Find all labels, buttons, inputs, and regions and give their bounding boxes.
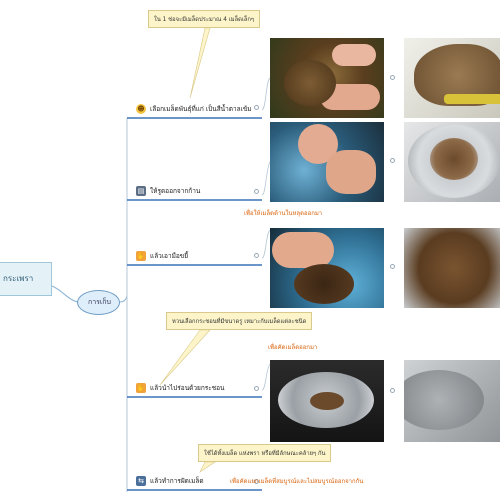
seed-cluster bbox=[284, 60, 336, 106]
root-label: กระเพรา bbox=[3, 274, 34, 283]
hand-icon: ✋ bbox=[136, 251, 146, 261]
photo-stripping-stem bbox=[270, 122, 384, 202]
collapse-toggle[interactable] bbox=[390, 264, 395, 269]
callout-text: ใช้ได้ทั้งเมล็ด แห่งพรา หรือที่มีลักษณะค… bbox=[204, 451, 326, 457]
topic-winnow[interactable]: ⇆ แล้วทำการฝัดเมล็ด bbox=[136, 474, 204, 488]
note-inner-seeds: เพื่อให้เมล็ดด้านในหลุดออกมา bbox=[244, 210, 323, 217]
callout-seed-types: ใช้ได้ทั้งเมล็ด แห่งพรา หรือที่มีลักษณะค… bbox=[198, 444, 332, 462]
hand-shape bbox=[332, 44, 376, 66]
hand-icon: ✋ bbox=[136, 383, 146, 393]
collapse-toggle[interactable] bbox=[390, 388, 395, 393]
collapse-toggle[interactable] bbox=[254, 189, 259, 194]
collapse-toggle[interactable] bbox=[390, 158, 395, 163]
collapse-toggle[interactable] bbox=[254, 479, 259, 484]
topic-strip-stem[interactable]: ▤ ให้รูดออกจากก้าน bbox=[136, 184, 200, 198]
photo-seeds-bowl bbox=[404, 122, 500, 202]
photo-seed-head-hands bbox=[270, 38, 384, 118]
branch-label: การเก็บ bbox=[87, 298, 111, 306]
topic-label: แล้วทำการฝัดเมล็ด bbox=[150, 477, 204, 485]
note-sift-seeds: เพื่อคัดเมล็ดออกมา bbox=[268, 344, 318, 351]
topic-label: ให้รูดออกจากก้าน bbox=[150, 187, 201, 195]
topic-label: เลือกเมล็ดพันธุ์ที่แก่ เป็นสีน้ำตาลเข้ม bbox=[150, 105, 252, 113]
collapse-toggle[interactable] bbox=[254, 105, 259, 110]
callout-text: ใน 1 ช่อจะมีเมล็ดประมาณ 4 เมล็ดเล็กๆ bbox=[154, 17, 255, 23]
branch-node[interactable]: การเก็บ bbox=[77, 290, 120, 315]
seed-pile bbox=[310, 392, 344, 410]
topic-sieve[interactable]: ✋ แล้วนำไปร่อนด้วยกระชอน bbox=[136, 381, 225, 395]
callout-seed-count: ใน 1 ช่อจะมีเมล็ดประมาณ 4 เมล็ดเล็กๆ bbox=[148, 10, 261, 28]
photo-sieve bbox=[270, 360, 384, 442]
seed-pile bbox=[294, 264, 354, 304]
photo-rubbing-seeds bbox=[270, 228, 384, 308]
sieve-shape bbox=[404, 370, 484, 430]
topic-label: แล้วเอามือขยี้ bbox=[150, 252, 189, 260]
photo-sieve-closeup bbox=[404, 360, 500, 442]
collapse-toggle[interactable] bbox=[390, 75, 395, 80]
root-node[interactable]: ▶ กระเพรา bbox=[0, 262, 52, 296]
photo-seed-bundle bbox=[404, 38, 500, 118]
hand-shape bbox=[326, 150, 376, 194]
topic-rub-hands[interactable]: ✋ แล้วเอามือขยี้ bbox=[136, 249, 188, 263]
hand-shape bbox=[272, 232, 334, 268]
callout-text: หวนเลือกกระชอนที่มีขนาดรู เหมาะกับเมล็ดแ… bbox=[172, 319, 307, 325]
note-separate-seeds: เพื่อคัดแยกเมล็ดที่สมบูรณ์และไม่สมบูรณ์อ… bbox=[230, 478, 364, 485]
topic-label: แล้วนำไปร่อนด้วยกระชอน bbox=[150, 384, 225, 392]
photo-loose-seeds bbox=[404, 228, 500, 308]
chart-icon: ▤ bbox=[136, 186, 146, 196]
collapse-toggle[interactable] bbox=[254, 386, 259, 391]
smiley-icon: ☻ bbox=[136, 104, 146, 114]
topic-select-seeds[interactable]: ☻ เลือกเมล็ดพันธุ์ที่แก่ เป็นสีน้ำตาลเข้… bbox=[136, 102, 252, 116]
collapse-toggle[interactable] bbox=[254, 253, 259, 258]
arrows-icon: ⇆ bbox=[136, 476, 146, 486]
stem-shape bbox=[444, 94, 500, 104]
seed-pile bbox=[430, 138, 478, 180]
callout-sieve-size: หวนเลือกกระชอนที่มีขนาดรู เหมาะกับเมล็ดแ… bbox=[166, 312, 313, 330]
